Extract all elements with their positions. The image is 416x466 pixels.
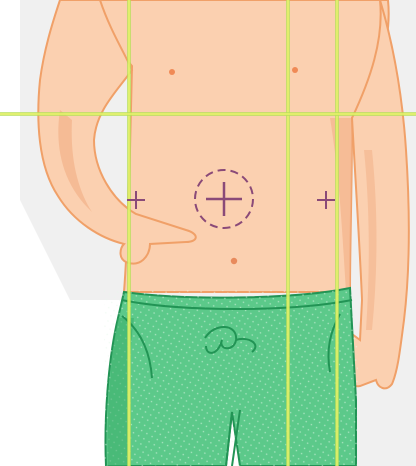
navel	[231, 258, 237, 264]
left-nipple	[169, 69, 175, 75]
right-nipple	[292, 67, 298, 73]
shorts-texture	[104, 290, 358, 466]
